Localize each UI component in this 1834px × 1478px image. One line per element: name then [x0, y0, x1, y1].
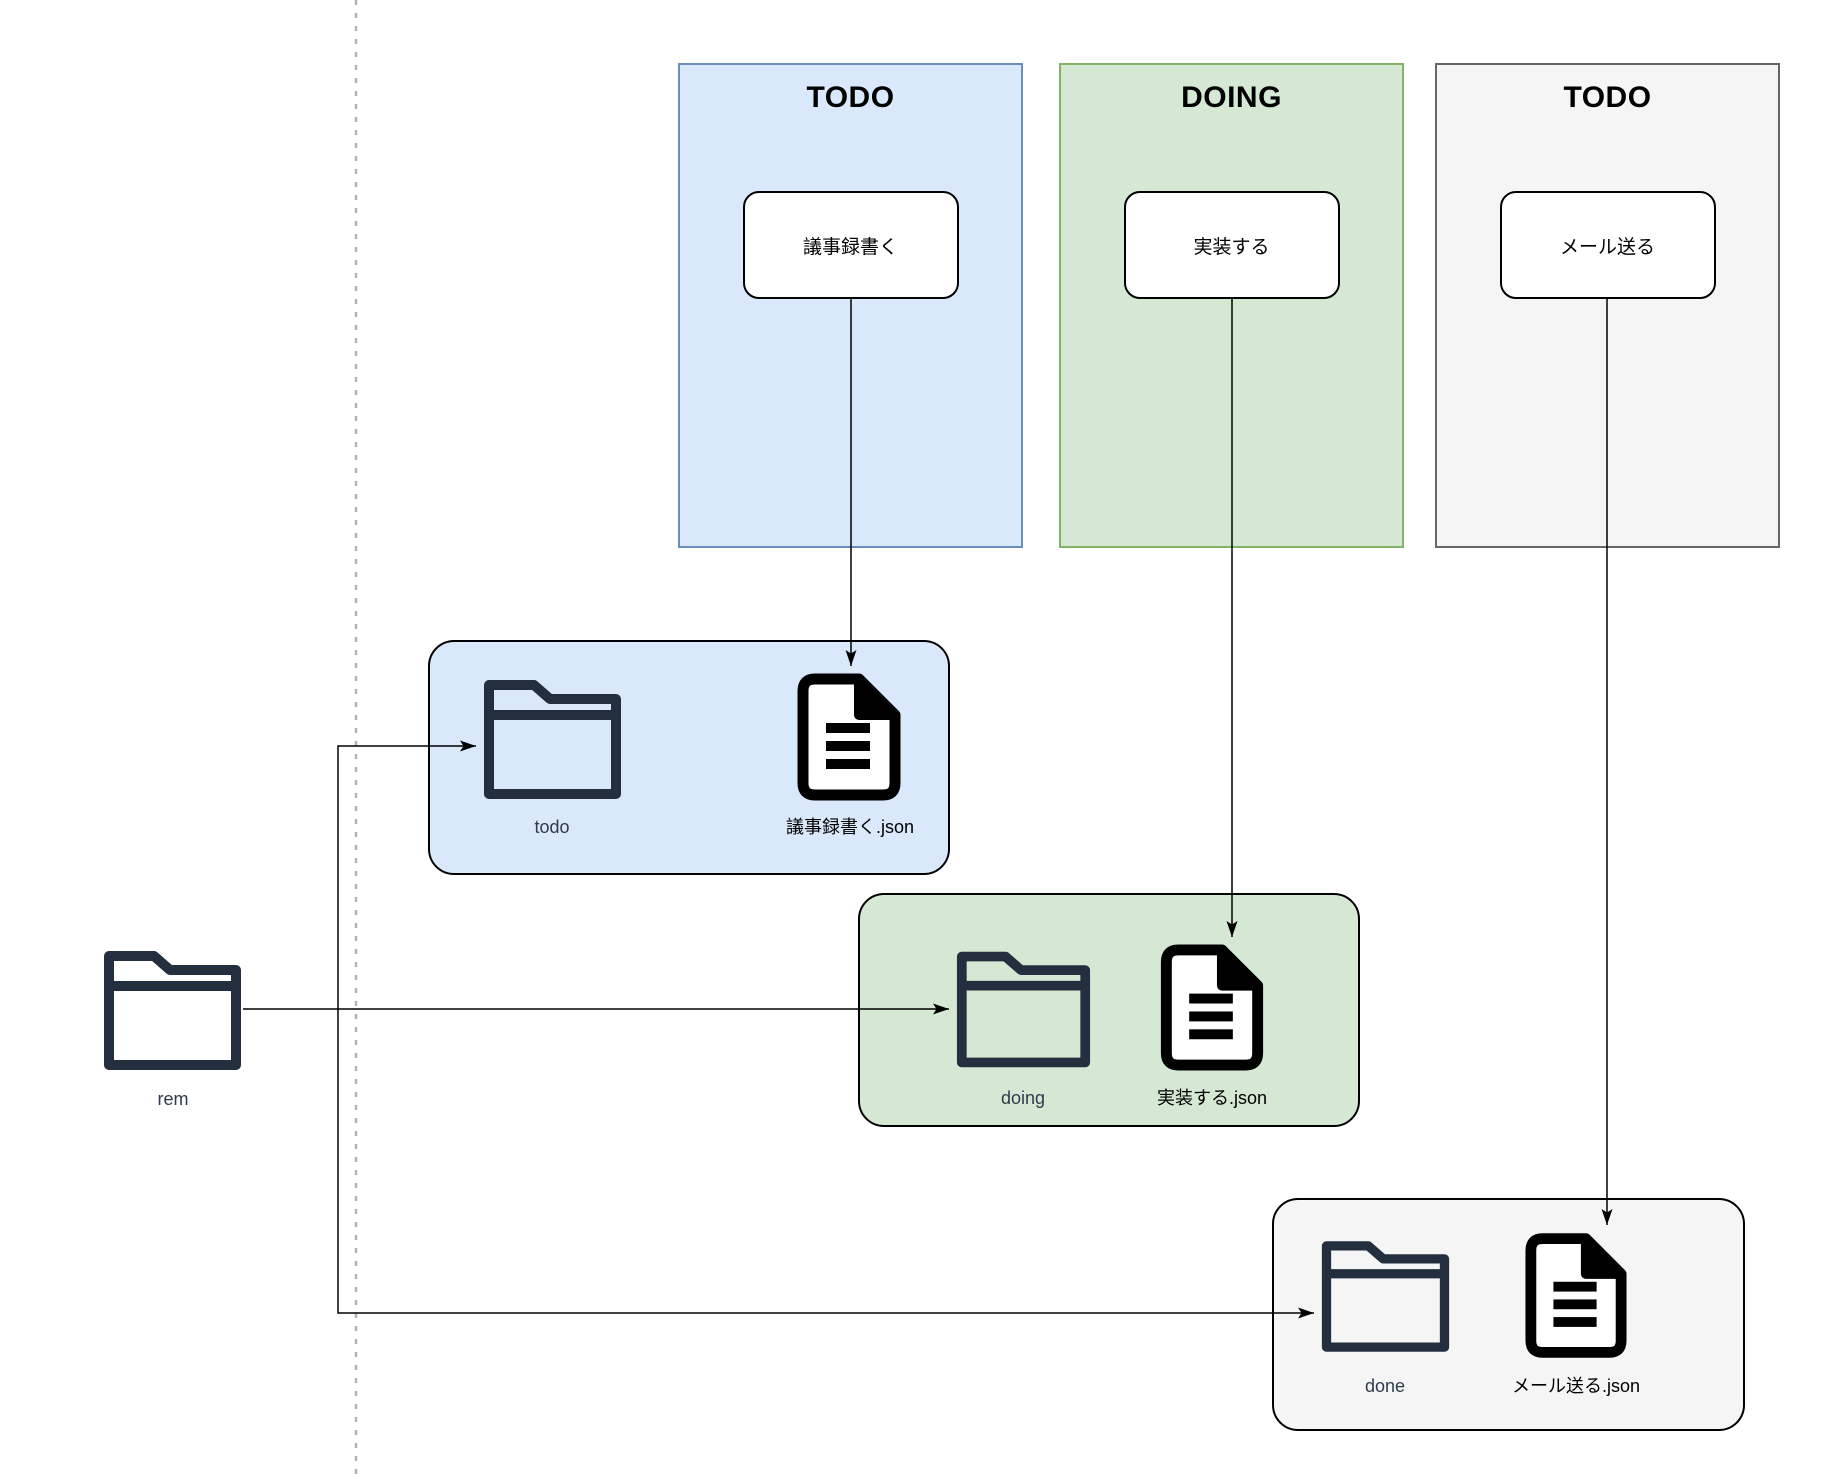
folder-label: todo [534, 817, 570, 837]
lane-title: DOING [1181, 81, 1282, 114]
lane-title: TODO [1563, 81, 1652, 114]
folder-icon [482, 677, 623, 802]
task-card-label: 実装する [1193, 236, 1270, 258]
task-card: 実装する [1123, 191, 1340, 299]
file-label: 実装する.json [1156, 1088, 1268, 1108]
task-card: メール送る [1499, 191, 1716, 299]
task-card-label: メール送る [1559, 236, 1655, 258]
task-card-label: 議事録書く [802, 236, 898, 258]
folder-label: done [1364, 1376, 1406, 1396]
json-file-icon [795, 672, 903, 802]
lane-1-todo: TODO 議事録書く [678, 63, 1023, 548]
folder-icon [955, 947, 1092, 1072]
file-label: 議事録書く.json [785, 817, 915, 837]
lane-3-todo: TODO メール送る [1435, 63, 1780, 548]
file-label: メール送る.json [1511, 1376, 1641, 1396]
folder-group-done [1272, 1198, 1745, 1431]
json-file-icon [1159, 943, 1265, 1072]
folder-label: rem [157, 1089, 189, 1109]
lane-2-doing: DOING 実装する [1059, 63, 1404, 548]
lane-title: TODO [806, 81, 895, 114]
folder-icon [1320, 1233, 1451, 1360]
json-file-icon [1524, 1231, 1628, 1360]
task-card: 議事録書く [742, 191, 959, 299]
folder-icon [102, 948, 243, 1073]
